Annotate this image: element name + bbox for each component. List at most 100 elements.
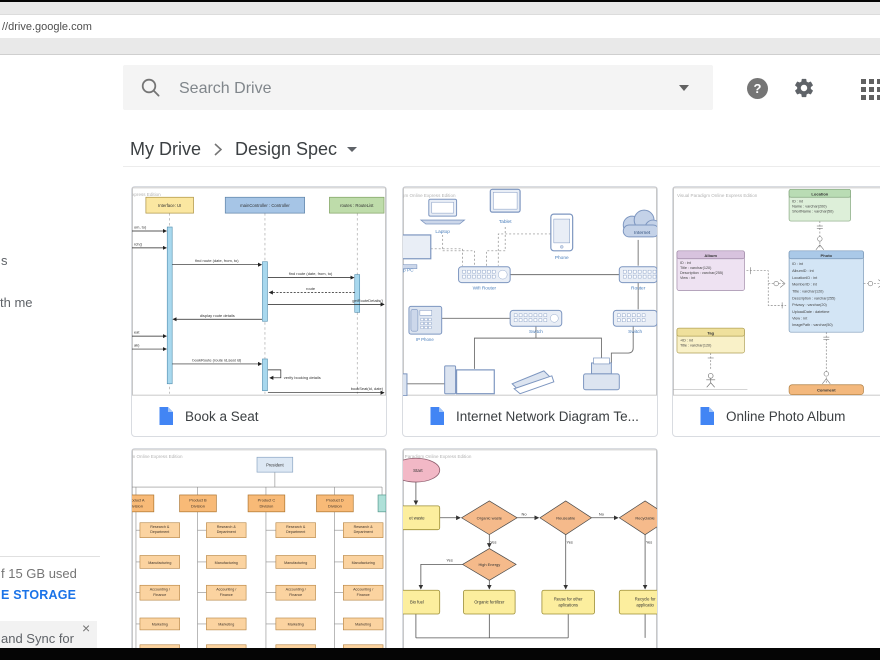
svg-text:Yes: Yes <box>490 540 496 545</box>
svg-text:Recyclable: Recyclable <box>635 515 655 520</box>
sidebar-item-fragment[interactable]: s <box>1 253 8 268</box>
breadcrumb: My Drive Design Spec <box>130 135 358 163</box>
apps-grid-icon[interactable] <box>861 79 880 100</box>
org-chart-thumbnail: Visual Paradigm Online Express Edition P… <box>132 449 386 658</box>
file-card-book-a-seat[interactable]: Visual Paradigm Online Express Edition I… <box>131 186 387 437</box>
svg-text:Phone: Phone <box>555 255 569 261</box>
svg-text:om, to): om, to) <box>134 224 147 229</box>
svg-text:Department: Department <box>354 530 373 534</box>
svg-text:Division: Division <box>260 503 274 508</box>
svg-text:Description : varchar(255): Description : varchar(255) <box>680 271 724 275</box>
file-card-org-chart[interactable]: Visual Paradigm Online Express Edition P… <box>131 448 387 660</box>
svg-text:AlbumID : int: AlbumID : int <box>792 269 815 273</box>
settings-button[interactable] <box>793 77 815 99</box>
svg-text:No: No <box>599 511 605 516</box>
search-icon <box>141 78 160 97</box>
svg-text:Yes: Yes <box>566 540 572 545</box>
svg-text:Finance: Finance <box>357 593 370 597</box>
sidebar-item-shared-with-me[interactable]: th me <box>0 295 33 310</box>
sidebar-divider <box>0 556 100 557</box>
help-glyph: ? <box>753 81 762 96</box>
svg-text:No: No <box>522 511 528 516</box>
svg-text:find route (date, from, to): find route (date, from, to) <box>289 271 333 276</box>
close-icon[interactable]: × <box>82 620 91 636</box>
svg-text:Organic fertilizer: Organic fertilizer <box>474 600 505 605</box>
svg-text:Department: Department <box>286 530 305 534</box>
browser-address-bar[interactable]: //drive.google.com <box>0 16 880 38</box>
svg-text:Finance: Finance <box>153 593 166 597</box>
message-labels: om, to) rch() find route (date, from, to… <box>134 224 384 391</box>
org-root-box <box>256 456 294 473</box>
wired-links <box>403 239 639 385</box>
svg-text:Research &: Research & <box>217 525 237 529</box>
card-footer: Internet Network Diagram Te... <box>403 396 657 436</box>
svg-text:Department: Department <box>150 530 169 534</box>
cloud-icon <box>622 209 657 238</box>
svg-text:ak): ak) <box>134 343 140 348</box>
browser-toolbar-strip <box>0 38 880 55</box>
device-labels: Laptop Tablet Phone p PC Wifi Router Int… <box>403 219 651 342</box>
file-card-flowchart[interactable]: Visual Paradigm Online Express Edition S… <box>402 448 658 660</box>
svg-text:ImagePath : varchar(50): ImagePath : varchar(50) <box>792 323 833 327</box>
svg-text:Yes: Yes <box>446 557 452 562</box>
process-boxes <box>403 505 657 615</box>
svg-text:ID : int: ID : int <box>792 200 804 204</box>
svg-text:aplications: aplications <box>558 603 578 608</box>
search-input[interactable] <box>177 65 661 112</box>
message-arrows <box>132 228 385 395</box>
backup-sync-promo: and Sync for × <box>0 620 97 648</box>
svg-text:Recycle for: Recycle for <box>635 597 656 602</box>
entity-name: Tag <box>707 330 714 335</box>
svg-text:+ID : int: +ID : int <box>680 339 694 343</box>
devices <box>403 188 657 396</box>
svg-text:Research &: Research & <box>286 525 306 529</box>
svg-text:Description : varchar(255): Description : varchar(255) <box>792 296 836 300</box>
url-text: //drive.google.com <box>2 21 92 33</box>
svg-text:Manufacturing: Manufacturing <box>284 561 307 565</box>
svg-text:Privacy : varchar(20): Privacy : varchar(20) <box>792 303 827 307</box>
file-card-photo-album[interactable]: Visual Paradigm Online Express Edition <box>672 186 880 437</box>
breadcrumb-current-folder[interactable]: Design Spec <box>235 138 338 159</box>
lifeline-heads <box>145 196 385 214</box>
entity-attrs: ID : int AlbumID : int LocationID : int … <box>792 262 836 327</box>
gear-icon <box>795 78 813 98</box>
svg-text:Marketing: Marketing <box>288 622 304 626</box>
file-card-network-diagram[interactable]: Visual Paradigm Online Express Edition <box>402 186 658 437</box>
watermark: Visual Paradigm Online Express Edition <box>403 454 472 459</box>
entity-album <box>676 250 745 291</box>
search-options-caret-icon[interactable] <box>679 85 689 91</box>
watermark: Visual Paradigm Online Express Edition <box>132 454 183 459</box>
help-button[interactable]: ? <box>747 78 768 99</box>
svg-text:Marketing: Marketing <box>152 622 168 626</box>
breadcrumb-my-drive[interactable]: My Drive <box>130 138 201 159</box>
search-bar[interactable] <box>123 65 713 112</box>
entity-attrs: ID : int Name : varchar(200) ShortName :… <box>792 200 834 214</box>
svg-text:Title : varchar(120): Title : varchar(120) <box>680 344 712 348</box>
svg-text:View : int: View : int <box>680 276 696 280</box>
chevron-right-icon <box>214 142 222 156</box>
entity-comment <box>788 384 864 396</box>
entity-name: Location <box>811 192 828 197</box>
svg-text:ID : int: ID : int <box>680 261 692 265</box>
network-diagram-thumbnail: Visual Paradigm Online Express Edition <box>403 187 657 396</box>
svg-text:UploadDate : datetime: UploadDate : datetime <box>792 310 829 314</box>
sequence-diagram-thumbnail: Visual Paradigm Online Express Edition I… <box>132 187 386 396</box>
entity-name: Album <box>704 253 717 258</box>
svg-text:Research &: Research & <box>354 525 374 529</box>
folder-menu-caret-icon[interactable] <box>347 146 358 152</box>
document-icon <box>700 407 714 425</box>
svg-text:verify booking details: verify booking details <box>284 375 321 380</box>
svg-text:Laptop: Laptop <box>435 229 450 235</box>
svg-text:High Energy: High Energy <box>478 562 500 567</box>
top-letterbox-bar <box>0 0 880 2</box>
actor-icon <box>706 373 716 388</box>
svg-text:ShortName : varchar(50): ShortName : varchar(50) <box>792 210 834 214</box>
svg-text:Product C: Product C <box>258 497 276 502</box>
document-icon <box>159 407 173 425</box>
upgrade-storage-link[interactable]: E STORAGE <box>1 588 77 602</box>
watermark: Visual Paradigm Online Express Edition <box>403 193 456 198</box>
svg-text:Division: Division <box>132 503 143 508</box>
svg-text:Product D: Product D <box>326 497 344 502</box>
